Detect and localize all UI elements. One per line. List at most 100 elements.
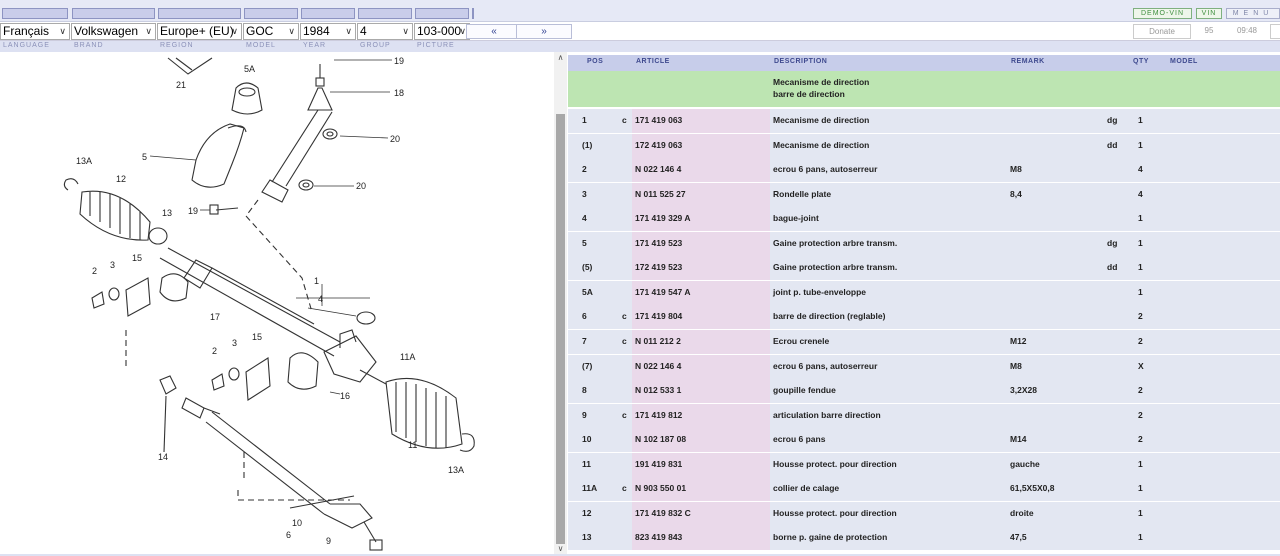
tab-brand[interactable] <box>72 8 155 19</box>
row-article[interactable]: 171 419 063 <box>635 115 683 125</box>
prev-picture-button[interactable]: « <box>466 24 522 39</box>
row-article[interactable]: N 022 146 4 <box>635 164 682 175</box>
picture-select[interactable]: 103-000∨ <box>414 23 470 40</box>
row-qty: 1 <box>1138 237 1143 248</box>
row-article[interactable]: 171 419 547 A <box>635 286 691 297</box>
row-article[interactable]: 171 419 804 <box>635 311 683 322</box>
label-2-mid[interactable]: 2 <box>212 346 217 356</box>
row-article[interactable]: N 022 146 4 <box>635 360 682 371</box>
label-15-mid[interactable]: 15 <box>252 332 262 342</box>
group-select[interactable]: 4∨ <box>357 23 413 40</box>
row-article[interactable]: N 011 525 27 <box>635 188 686 199</box>
label-16[interactable]: 16 <box>340 391 350 401</box>
label-11a[interactable]: 11A <box>400 352 415 362</box>
label-3-left[interactable]: 3 <box>110 260 115 270</box>
header-qty[interactable]: QTY <box>1133 58 1149 65</box>
demo-vin-button[interactable]: DEMO-VIN <box>1133 8 1192 19</box>
label-20-top[interactable]: 20 <box>390 134 400 144</box>
tab-region[interactable] <box>158 8 241 19</box>
next-picture-button[interactable]: » <box>516 24 572 39</box>
diagram-scrollbar[interactable]: ∧ ∨ <box>554 52 567 554</box>
model-select[interactable]: GOC∨ <box>243 23 299 40</box>
tab-group[interactable] <box>358 8 412 19</box>
row-article[interactable]: 823 419 843 <box>635 532 683 543</box>
label-14[interactable]: 14 <box>158 452 168 462</box>
vin-button[interactable]: VIN <box>1196 8 1222 19</box>
row-article[interactable]: 191 419 831 <box>635 458 683 469</box>
label-6[interactable]: 6 <box>286 530 291 540</box>
row-article[interactable]: 171 419 329 A <box>635 213 691 224</box>
tab-model[interactable] <box>244 8 298 19</box>
label-9[interactable]: 9 <box>326 536 331 546</box>
row-article[interactable]: 171 419 832 C <box>635 507 691 518</box>
label-10[interactable]: 10 <box>292 518 302 528</box>
row-article[interactable]: 171 419 523 <box>635 237 683 248</box>
header-pos[interactable]: POS <box>587 58 604 65</box>
row-article[interactable]: N 012 533 1 <box>635 385 682 396</box>
label-15-left[interactable]: 15 <box>132 253 142 263</box>
label-13a-right[interactable]: 13A <box>448 465 464 475</box>
label-2-left[interactable]: 2 <box>92 266 97 276</box>
label-21[interactable]: 21 <box>176 80 186 90</box>
label-5[interactable]: 5 <box>142 152 147 162</box>
scroll-up-icon[interactable]: ∧ <box>557 53 564 62</box>
scroll-down-icon[interactable]: ∨ <box>557 544 564 553</box>
row-article[interactable]: N 903 550 01 <box>635 483 687 494</box>
label-18[interactable]: 18 <box>394 88 404 98</box>
parts-diagram[interactable]: 21 5A 19 18 20 20 5 13A 12 13 19 2 3 15 … <box>0 52 554 554</box>
label-20-bottom[interactable]: 20 <box>356 181 366 191</box>
tab-year[interactable] <box>301 8 355 19</box>
label-5a[interactable]: 5A <box>244 64 255 74</box>
label-19-bolt[interactable]: 19 <box>188 206 198 216</box>
label-1[interactable]: 1 <box>314 276 319 286</box>
label-13a-left[interactable]: 13A <box>76 156 92 166</box>
year-select[interactable]: 1984∨ <box>300 23 356 40</box>
label-13[interactable]: 13 <box>162 208 172 218</box>
header-model[interactable]: MODEL <box>1170 58 1198 65</box>
row-article[interactable]: 171 419 812 <box>635 409 683 420</box>
label-4[interactable]: 4 <box>318 294 323 304</box>
row-article[interactable]: N 011 212 2 <box>635 335 681 346</box>
header-description[interactable]: DESCRIPTION <box>774 58 828 65</box>
tab-language[interactable] <box>2 8 68 19</box>
menu-button[interactable]: MENU <box>1226 8 1280 19</box>
brand-select[interactable]: Volkswagen∨ <box>71 23 156 40</box>
row-description: Mecanisme de direction <box>773 115 870 125</box>
language-select[interactable]: Français∨ <box>0 23 70 40</box>
header-remark[interactable]: REMARK <box>1011 58 1045 65</box>
label-17[interactable]: 17 <box>210 312 220 322</box>
label-19[interactable]: 19 <box>394 56 404 66</box>
row-qty: 2 <box>1138 409 1143 420</box>
row-article[interactable]: 172 419 523 <box>635 262 683 273</box>
label-11[interactable]: 11 <box>408 440 417 450</box>
row-article[interactable]: 172 419 063 <box>635 139 683 150</box>
label-12[interactable]: 12 <box>116 174 126 184</box>
tab-picture[interactable] <box>415 8 469 19</box>
region-select[interactable]: Europe+ (EU)∨ <box>157 23 242 40</box>
header-article[interactable]: ARTICLE <box>636 58 670 65</box>
scrollbar-thumb[interactable] <box>556 114 565 544</box>
donate-button[interactable]: Donate <box>1133 24 1191 39</box>
row-article[interactable]: N 102 187 08 <box>635 434 687 445</box>
extra-box[interactable] <box>1270 24 1280 39</box>
article-cell <box>632 280 770 305</box>
label-3-mid[interactable]: 3 <box>232 338 237 348</box>
